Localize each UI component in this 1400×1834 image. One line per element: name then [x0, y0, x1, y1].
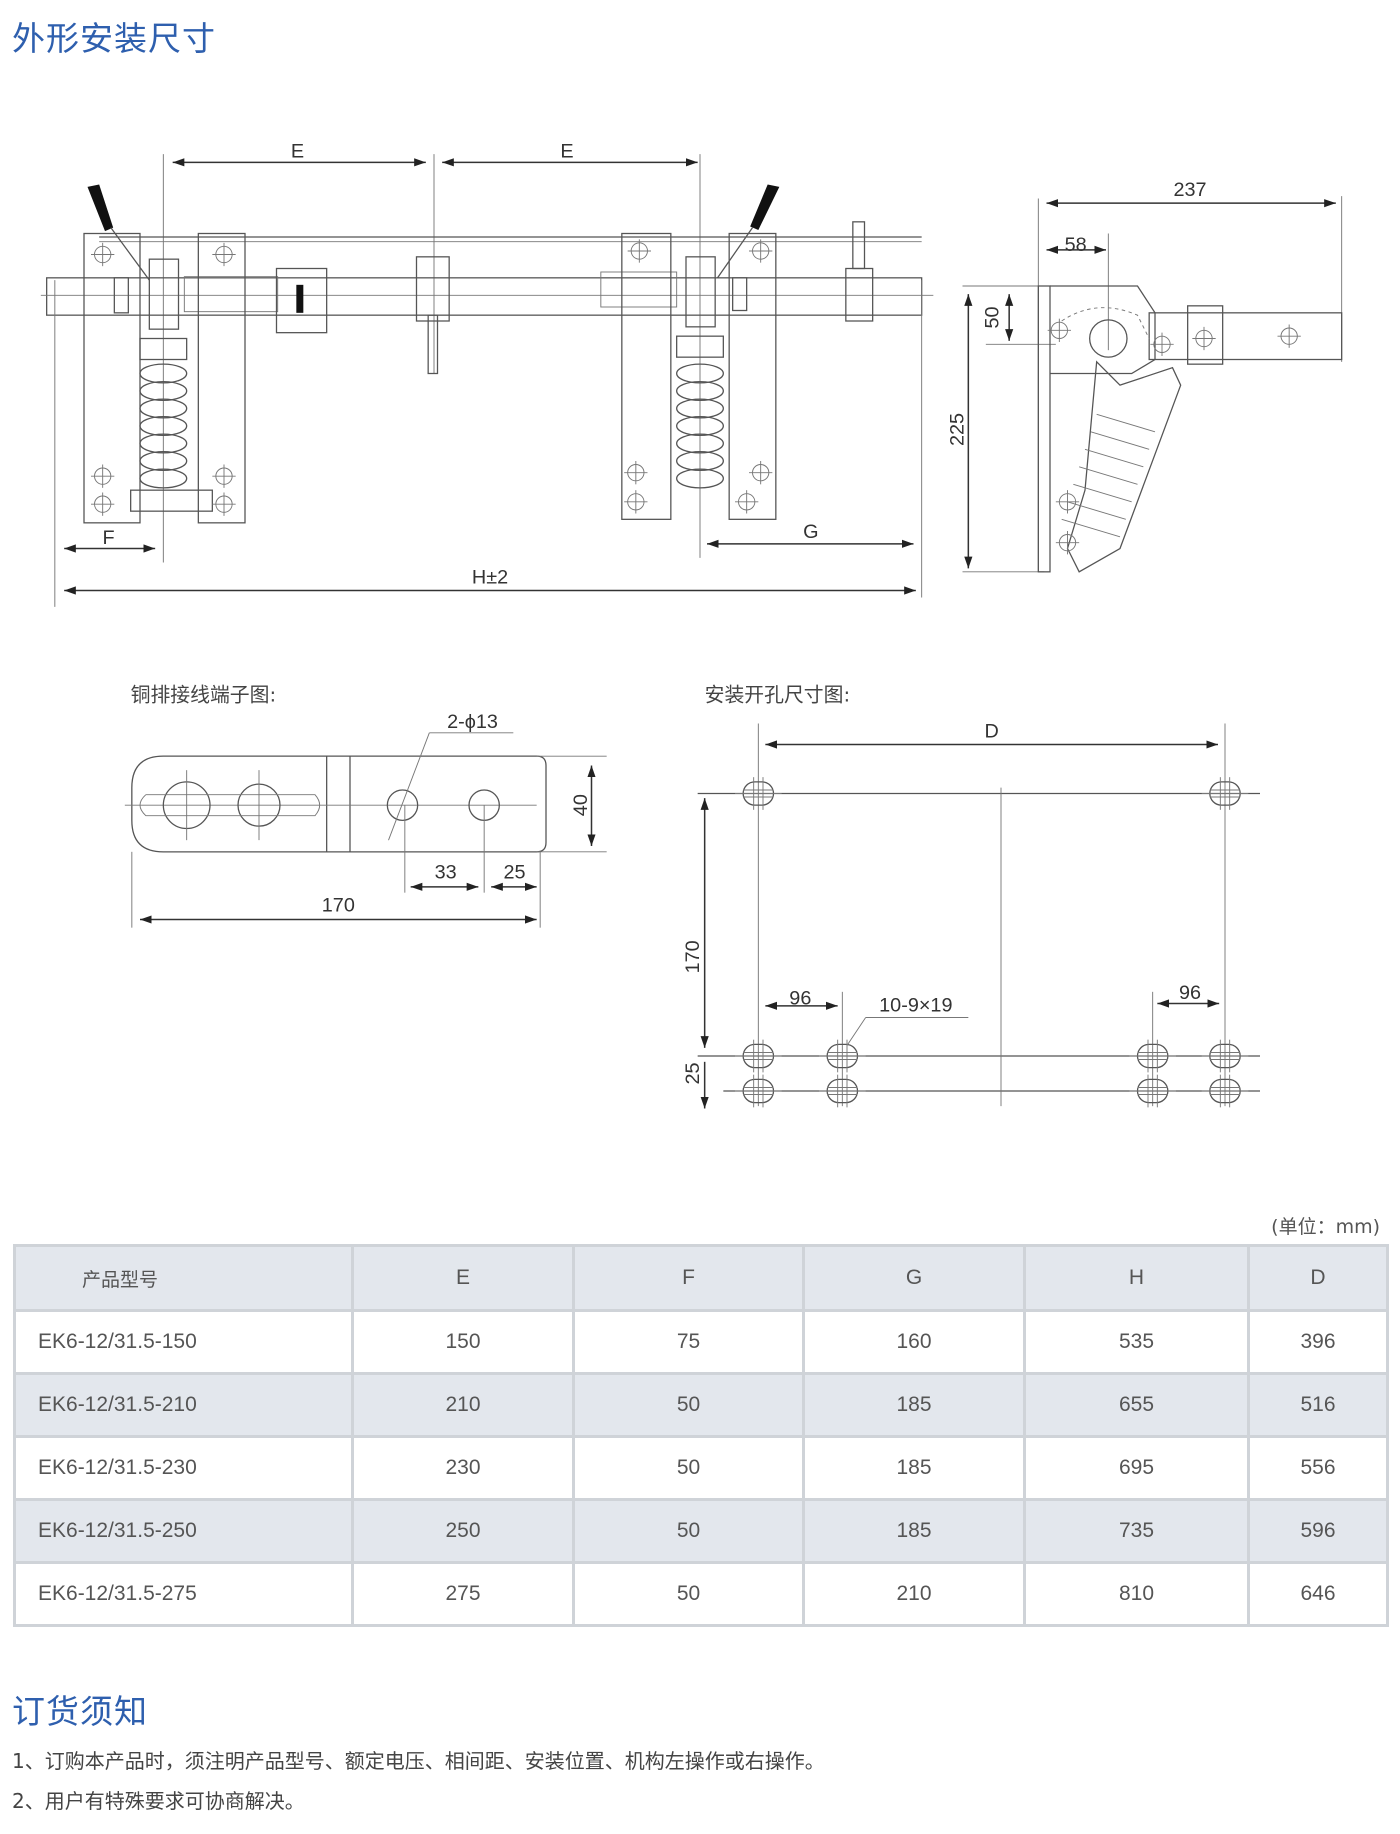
terminal-caption: 铜排接线端子图: [131, 683, 276, 706]
cell-e: 230 [351, 1435, 575, 1501]
cell-g: 185 [802, 1372, 1026, 1438]
slot-spec-label: 10-9×19 [879, 995, 952, 1017]
cell-d: 556 [1247, 1435, 1389, 1501]
table-header-row: 产品型号 E F G H D [13, 1244, 1389, 1312]
cell-model: EK6-12/31.5-250 [13, 1498, 354, 1564]
section-title-dimensions: 外形安装尺寸 [12, 19, 216, 58]
cell-d: 646 [1247, 1561, 1389, 1627]
cell-h: 535 [1023, 1309, 1250, 1375]
cell-model: EK6-12/31.5-210 [13, 1372, 354, 1438]
cell-e: 150 [351, 1309, 575, 1375]
header-e: E [351, 1244, 575, 1312]
dim-96-right: 96 [1179, 982, 1201, 1004]
dim-25: 25 [503, 862, 525, 884]
dim-25-vertical: 25 [682, 1062, 704, 1084]
front-view: E E [40, 141, 934, 607]
mounting-slots [734, 776, 1249, 1108]
hole-spec-label: 2-ϕ13 [447, 711, 498, 733]
cell-e: 275 [351, 1561, 575, 1627]
dim-170-vertical: 170 [682, 940, 704, 973]
dim-g: G [803, 521, 818, 543]
dim-33: 33 [435, 862, 457, 884]
dim-50: 50 [982, 306, 1004, 328]
dim-e-right: E [560, 141, 573, 163]
unit-note: (单位：mm) [1271, 1216, 1380, 1238]
cell-f: 50 [572, 1498, 805, 1564]
note-1: 1、订购本产品时，须注明产品型号、额定电压、相间距、安装位置、机构左操作或右操作… [12, 1749, 825, 1773]
cell-f: 50 [572, 1561, 805, 1627]
dim-58: 58 [1065, 234, 1087, 256]
header-model: 产品型号 [13, 1244, 354, 1312]
cell-f: 50 [572, 1435, 805, 1501]
dim-d: D [985, 721, 999, 743]
section-title-ordering: 订货须知 [12, 1692, 148, 1731]
cell-g: 185 [802, 1498, 1026, 1564]
dim-f: F [102, 527, 114, 549]
header-f: F [572, 1244, 805, 1312]
cell-f: 50 [572, 1372, 805, 1438]
cell-g: 160 [802, 1309, 1026, 1375]
cell-f: 75 [572, 1309, 805, 1375]
cell-model: EK6-12/31.5-230 [13, 1435, 354, 1501]
cell-h: 695 [1023, 1435, 1250, 1501]
cell-g: 210 [802, 1561, 1026, 1627]
cell-d: 596 [1247, 1498, 1389, 1564]
cell-h: 655 [1023, 1372, 1250, 1438]
dim-237: 237 [1173, 179, 1206, 201]
cell-g: 185 [802, 1435, 1026, 1501]
mounting-view: 安装开孔尺寸图: D 170 25 96 96 10-9×19 [682, 683, 1260, 1109]
cell-h: 810 [1023, 1561, 1250, 1627]
terminal-view: 铜排接线端子图: 2-ϕ13 40 33 25 170 [124, 683, 607, 928]
dim-h: H±2 [472, 567, 508, 589]
cell-e: 210 [351, 1372, 575, 1438]
cell-e: 250 [351, 1498, 575, 1564]
note-2: 2、用户有特殊要求可协商解决。 [12, 1789, 305, 1813]
cell-h: 735 [1023, 1498, 1250, 1564]
header-h: H [1023, 1244, 1250, 1312]
mounting-caption: 安装开孔尺寸图: [705, 683, 850, 706]
dim-96-left: 96 [789, 988, 811, 1010]
side-view: 237 58 50 225 [947, 179, 1343, 573]
dim-e-left: E [291, 141, 304, 163]
dim-40: 40 [570, 794, 592, 816]
dim-170: 170 [322, 894, 355, 916]
header-d: D [1247, 1244, 1389, 1312]
cell-d: 396 [1247, 1309, 1389, 1375]
header-g: G [802, 1244, 1026, 1312]
cell-model: EK6-12/31.5-275 [13, 1561, 354, 1627]
cell-d: 516 [1247, 1372, 1389, 1438]
technical-drawing: E E [40, 141, 1343, 1109]
cell-model: EK6-12/31.5-150 [13, 1309, 354, 1375]
dim-225: 225 [947, 413, 969, 446]
